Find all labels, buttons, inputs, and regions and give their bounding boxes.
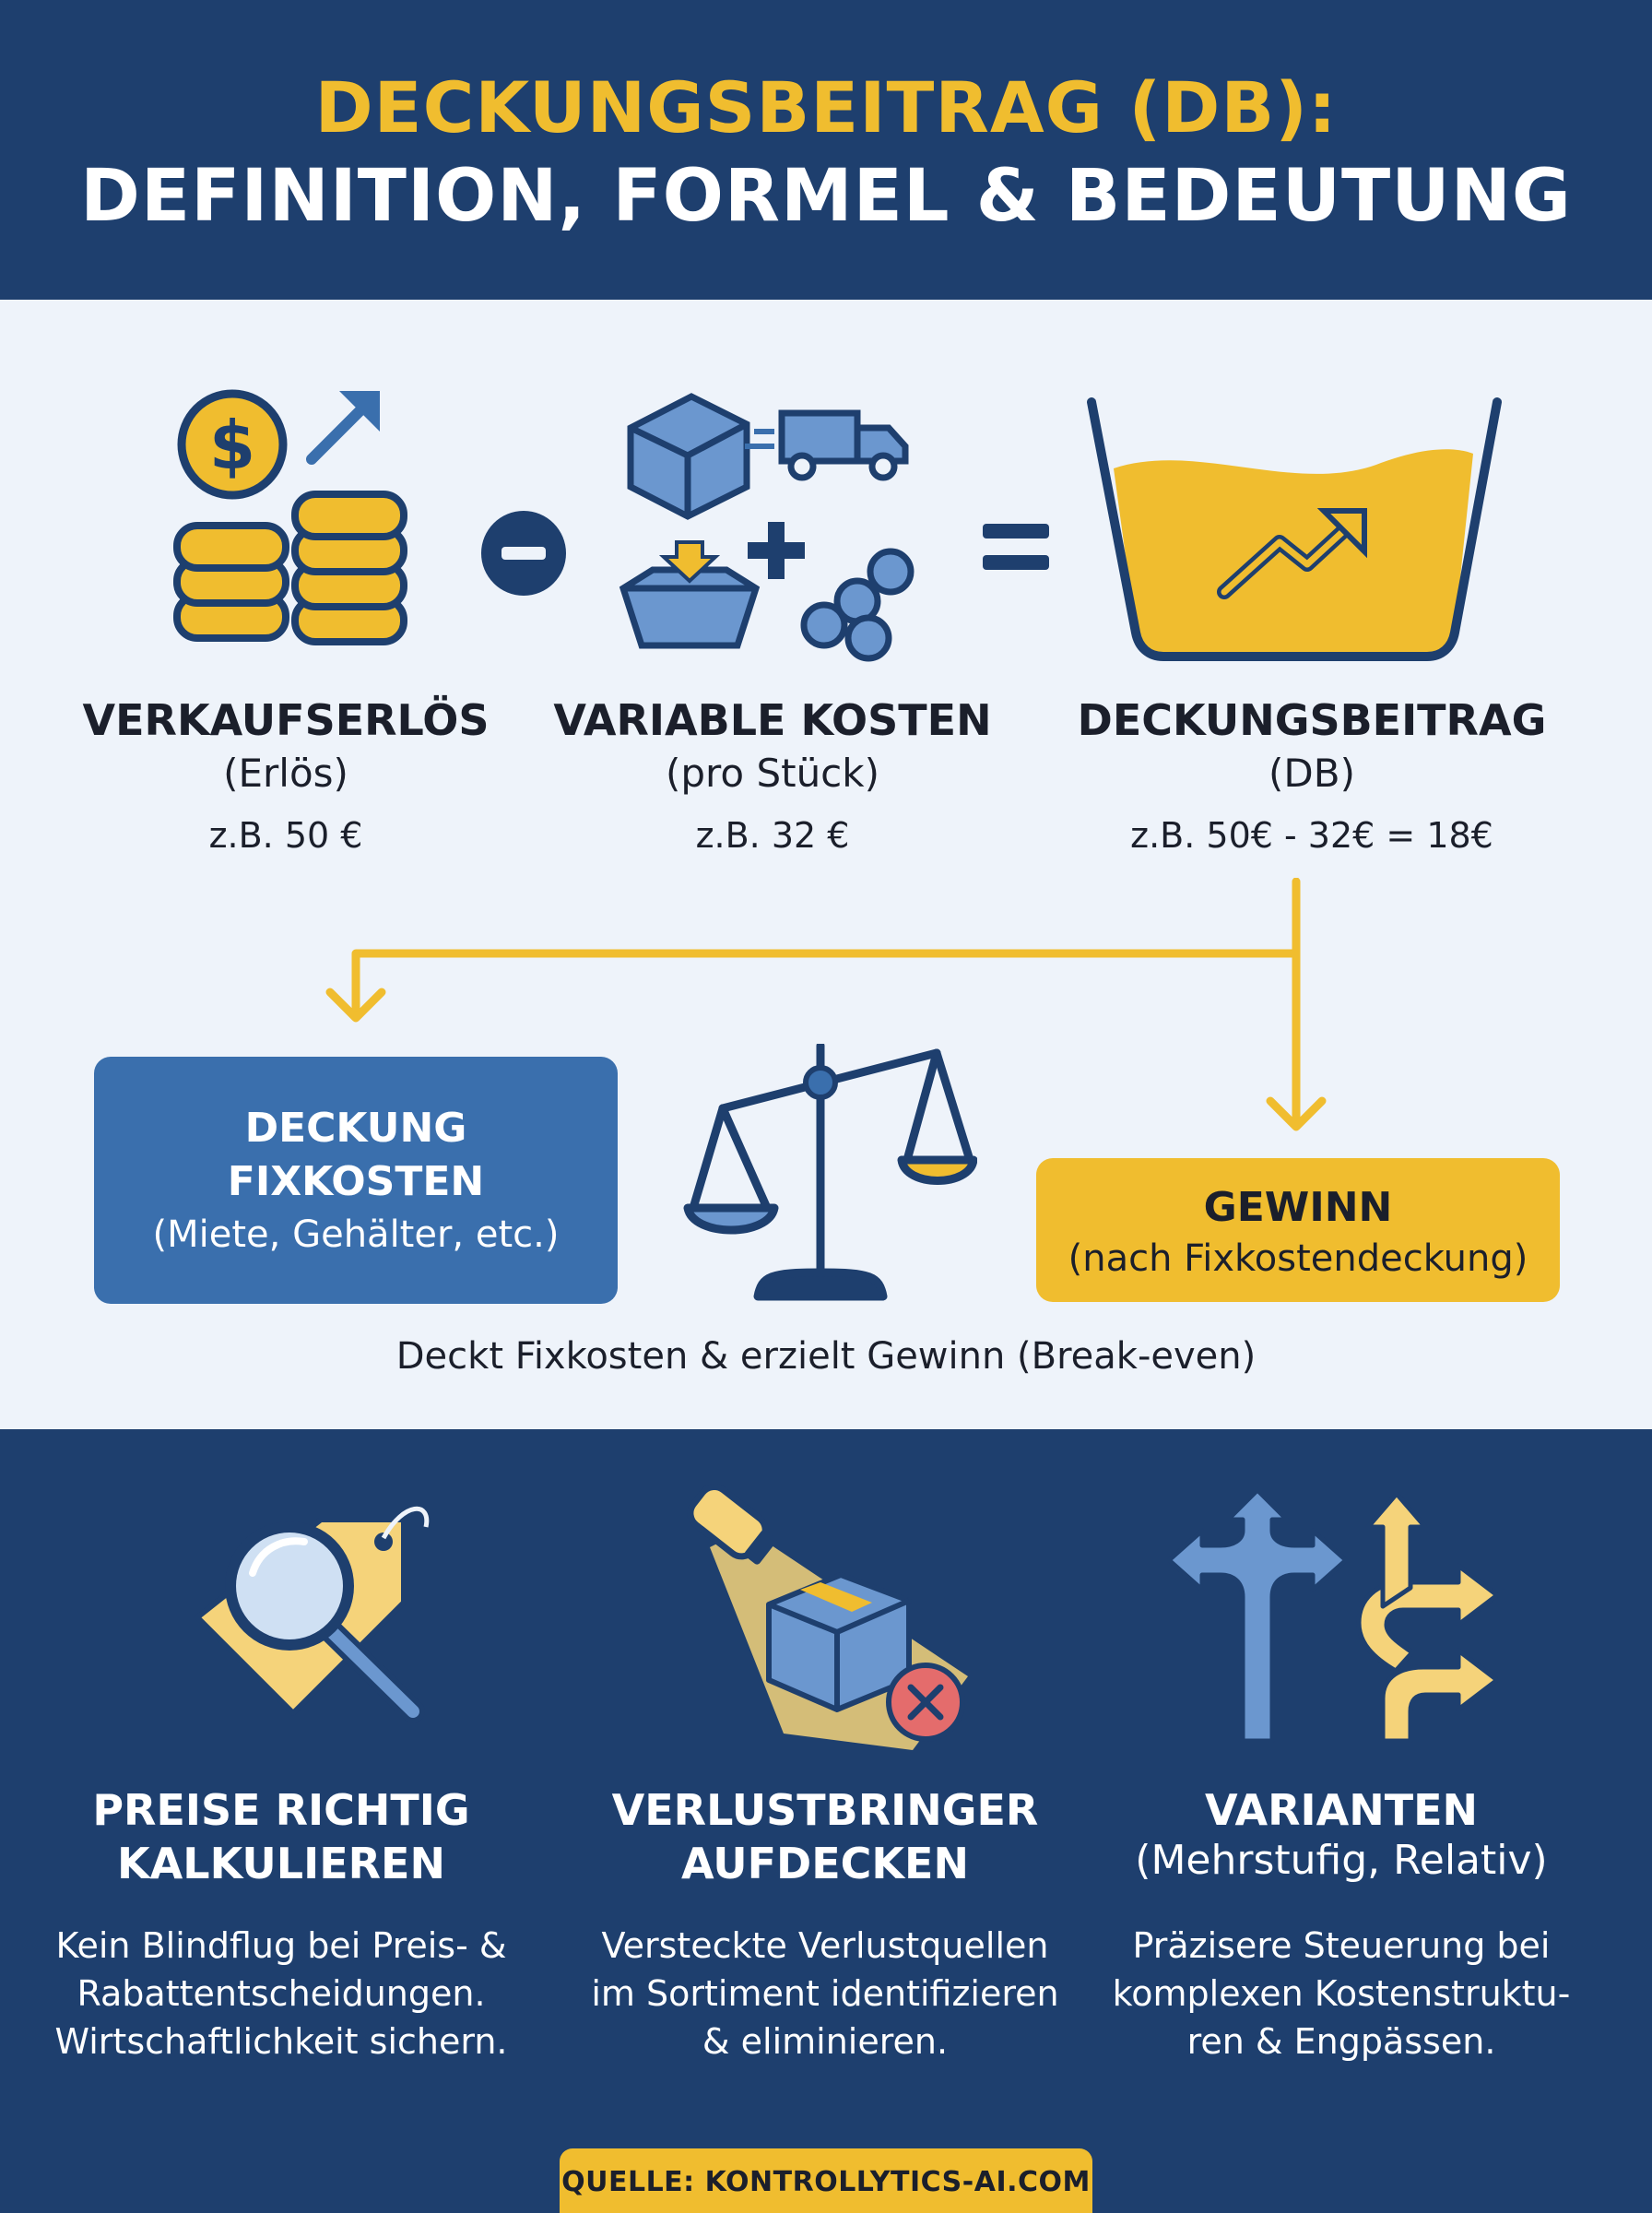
- revenue-sub: (Erlös): [223, 751, 348, 796]
- benefit-1-title-1: PREISE RICHTIG: [92, 1785, 470, 1835]
- benefit-1-text-3: Wirtschaftlichkeit sichern.: [54, 2021, 508, 2062]
- benefit-1-title-2: KALKULIEREN: [117, 1839, 445, 1888]
- contribution-example: z.B. 50€ - 32€ = 18€: [1130, 815, 1493, 856]
- allocation-arrows: [325, 878, 1327, 1131]
- title-line-1: DECKUNGSBEITRAG (DB):: [314, 66, 1338, 148]
- benefit-1-text-1: Kein Blindflug bei Preis- &: [55, 1925, 507, 1966]
- variable-costs-sub: (pro Stück): [666, 751, 879, 796]
- coins-icon: $: [173, 389, 407, 645]
- balance-scale-icon: [683, 1044, 977, 1301]
- fixed-costs-box: [94, 1057, 618, 1304]
- fixed-costs-line2: FIXKOSTEN: [227, 1158, 485, 1205]
- equals-sign: [983, 524, 1049, 570]
- contribution-sub: (DB): [1268, 751, 1355, 796]
- branching-arrows-icon: [1166, 1487, 1500, 1744]
- benefit-3-text-1: Präzisere Steuerung bei: [1132, 1925, 1551, 1966]
- benefit-2-text-1: Versteckte Verlustquellen: [601, 1925, 1049, 1966]
- benefit-2-text-2: im Sortiment identifizieren: [591, 1973, 1059, 2014]
- break-even-caption: Deckt Fixkosten & erzielt Gewinn (Break-…: [395, 1335, 1257, 1378]
- title-line-2: DEFINITION, FORMEL & BEDEUTUNG: [80, 155, 1572, 238]
- fixed-costs-sub: (Miete, Gehälter, etc.): [152, 1213, 560, 1256]
- variable-costs-label: VARIABLE KOSTEN: [553, 695, 992, 745]
- benefit-2-text-3: & eliminieren.: [702, 2021, 949, 2062]
- boxes-truck-logs-icon: [619, 393, 914, 662]
- benefit-3-title-2: (Mehrstufig, Relativ): [1135, 1837, 1548, 1884]
- benefit-1-text-2: Rabattentscheidungen.: [77, 1973, 486, 2014]
- benefit-2-title-2: AUFDECKEN: [681, 1839, 969, 1888]
- variable-costs-example: z.B. 32 €: [695, 815, 850, 856]
- minus-icon: [481, 511, 566, 596]
- svg-text:$: $: [209, 407, 255, 484]
- spotlight-box-icon: [687, 1483, 968, 1750]
- benefit-3-title-1: VARIANTEN: [1204, 1785, 1478, 1835]
- price-tag-magnifier-icon: [195, 1506, 430, 1723]
- revenue-example: z.B. 50 €: [208, 815, 363, 856]
- contribution-label: DECKUNGSBEITRAG: [1077, 695, 1547, 745]
- benefit-3-text-3: ren & Engpässen.: [1186, 2021, 1496, 2062]
- profit-title: GEWINN: [1203, 1184, 1393, 1231]
- header: [0, 0, 1652, 300]
- benefit-2-title-1: VERLUSTBRINGER: [611, 1785, 1039, 1835]
- bucket-icon: [1087, 397, 1502, 661]
- source-badge[interactable]: QUELLE: KONTROLLYTICS-AI.COM: [560, 2148, 1092, 2213]
- profit-sub: (nach Fixkostendeckung): [1068, 1237, 1528, 1280]
- profit-box: [1036, 1158, 1560, 1302]
- benefit-3-text-2: komplexen Kostenstruktu-: [1112, 1973, 1571, 2014]
- fixed-costs-line1: DECKUNG: [244, 1105, 467, 1152]
- revenue-label: VERKAUFSERLÖS: [82, 695, 490, 745]
